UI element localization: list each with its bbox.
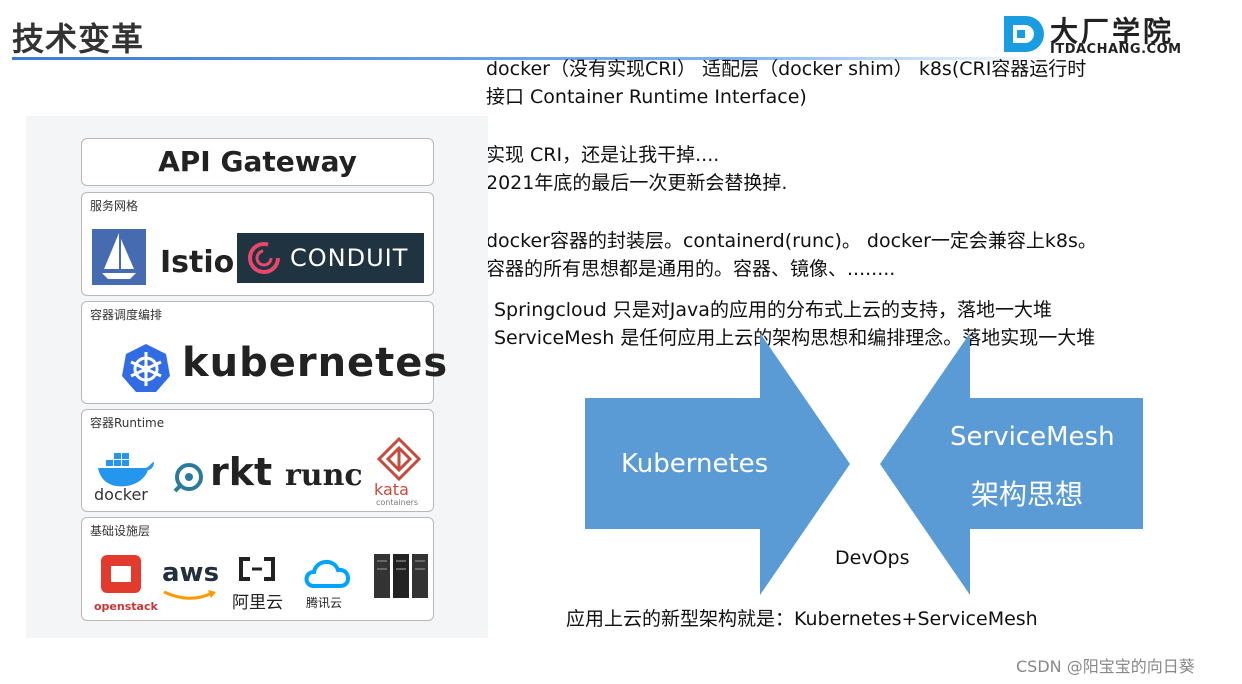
summary-text: 应用上云的新型架构就是：Kubernetes+ServiceMesh bbox=[566, 608, 1038, 630]
kata-containers-icon bbox=[376, 436, 422, 482]
istio-logo-text: Istio bbox=[160, 245, 235, 280]
rkt-icon bbox=[173, 463, 203, 493]
note-line: 容器的所有思想都是通用的。容器、镜像、........ bbox=[486, 258, 896, 280]
kubernetes-logo-text: kubernetes bbox=[182, 340, 449, 386]
layer-label: 容器Runtime bbox=[90, 416, 165, 430]
architecture-stack-diagram: API Gateway 服务网格 Istio CONDUIT 容器调度编排 bbox=[26, 116, 488, 638]
api-gateway-layer: API Gateway bbox=[81, 138, 434, 186]
kubernetes-arrow bbox=[585, 333, 850, 595]
servicemesh-arrow-sublabel: 架构思想 bbox=[971, 478, 1084, 511]
title-underline bbox=[12, 57, 1052, 60]
layer-label: 服务网格 bbox=[90, 199, 139, 213]
istio-icon bbox=[92, 229, 146, 285]
csdn-watermark: CSDN @阳宝宝的向日葵 bbox=[1016, 657, 1195, 676]
service-mesh-layer: 服务网格 Istio CONDUIT bbox=[81, 192, 434, 296]
aliyun-logo-text: 阿里云 bbox=[232, 593, 283, 613]
brand-logo: 大厂学院 ITDACHANG.COM bbox=[1000, 12, 1220, 60]
page-title: 技术变革 bbox=[12, 20, 145, 58]
servicemesh-arrow-label: ServiceMesh bbox=[950, 422, 1115, 452]
openstack-icon bbox=[101, 555, 141, 593]
docker-whale-icon bbox=[98, 453, 154, 487]
aws-smile-icon bbox=[163, 590, 216, 600]
convergence-arrows-diagram: Kubernetes ServiceMesh 架构思想 bbox=[585, 333, 1145, 595]
docker-logo-text: docker bbox=[94, 485, 148, 504]
note-line: ServiceMesh 是任何应用上云的架构思想和编排理念。落地实现一大堆 bbox=[494, 327, 1096, 349]
devops-label: DevOps bbox=[835, 547, 910, 569]
runc-logo-text: runc bbox=[285, 458, 363, 493]
layer-label: 容器调度编排 bbox=[90, 308, 163, 322]
runtime-layer: 容器Runtime docker rkt runc kata container… bbox=[81, 409, 434, 512]
servicemesh-arrow bbox=[880, 333, 1143, 595]
kubernetes-arrow-label: Kubernetes bbox=[621, 449, 769, 479]
kubernetes-helm-icon bbox=[122, 344, 170, 392]
note-line: 2021年底的最后一次更新会替换掉. bbox=[486, 172, 788, 194]
aliyun-icon bbox=[239, 557, 275, 581]
itdachang-logo-icon bbox=[1004, 16, 1044, 52]
conduit-logo: CONDUIT bbox=[237, 233, 424, 283]
orchestration-layer: 容器调度编排 kubernetes bbox=[81, 301, 447, 404]
note-line: Springcloud 只是对Java的应用的分布式上云的支持，落地一大堆 bbox=[494, 299, 1052, 321]
openstack-logo-text: openstack bbox=[94, 600, 158, 613]
note-line: 接口 Container Runtime Interface) bbox=[486, 86, 807, 108]
tencent-cloud-logo-text: 腾讯云 bbox=[306, 596, 343, 610]
layer-label: 基础设施层 bbox=[90, 524, 151, 538]
rkt-logo-text: rkt bbox=[210, 450, 273, 494]
kata-logo-text: kata bbox=[374, 480, 409, 499]
aws-logo-text: aws bbox=[162, 558, 220, 588]
server-rack-icon bbox=[374, 554, 428, 598]
conduit-icon bbox=[248, 242, 280, 274]
kata-logo-subtext: containers bbox=[376, 498, 419, 507]
note-line: docker容器的封装层。containerd(runc)。 docker一定会… bbox=[486, 230, 1097, 252]
note-line: 实现 CRI，还是让我干掉.... bbox=[486, 144, 720, 166]
infrastructure-layer: 基础设施层 openstack aws 阿里云 腾讯云 bbox=[81, 517, 434, 621]
conduit-logo-text: CONDUIT bbox=[290, 244, 409, 272]
tencent-cloud-icon bbox=[304, 560, 350, 588]
logo-name-cn: 大厂学院 bbox=[1050, 15, 1175, 48]
logo-name-en: ITDACHANG.COM bbox=[1050, 42, 1182, 57]
note-line: docker（没有实现CRI） 适配层（docker shim） k8s(CRI… bbox=[486, 58, 1087, 80]
